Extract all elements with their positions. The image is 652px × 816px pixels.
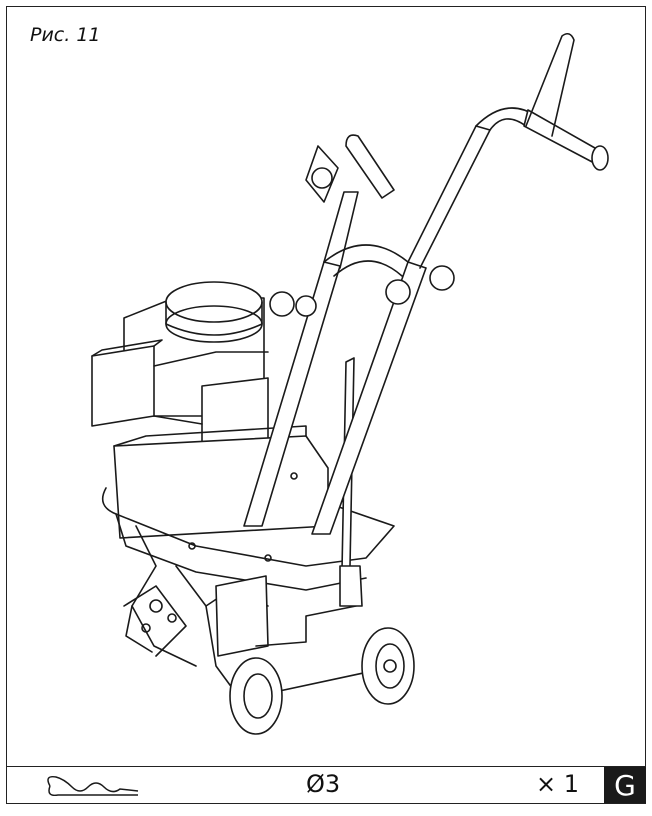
pin-quantity: × 1 (536, 770, 580, 798)
figure-label: Рис. 11 (30, 24, 101, 46)
figure-frame (6, 6, 646, 804)
tines (123, 525, 269, 697)
section-badge: G (604, 767, 646, 803)
handlebar (243, 32, 609, 535)
engine (91, 281, 269, 457)
tiller-illustration (91, 32, 609, 735)
cotter-pin-icon (47, 775, 139, 797)
parts-list-bar: Ø3 × 1 G (6, 766, 646, 804)
pin-diameter: Ø3 (306, 770, 341, 798)
transport-wheels (229, 605, 415, 735)
